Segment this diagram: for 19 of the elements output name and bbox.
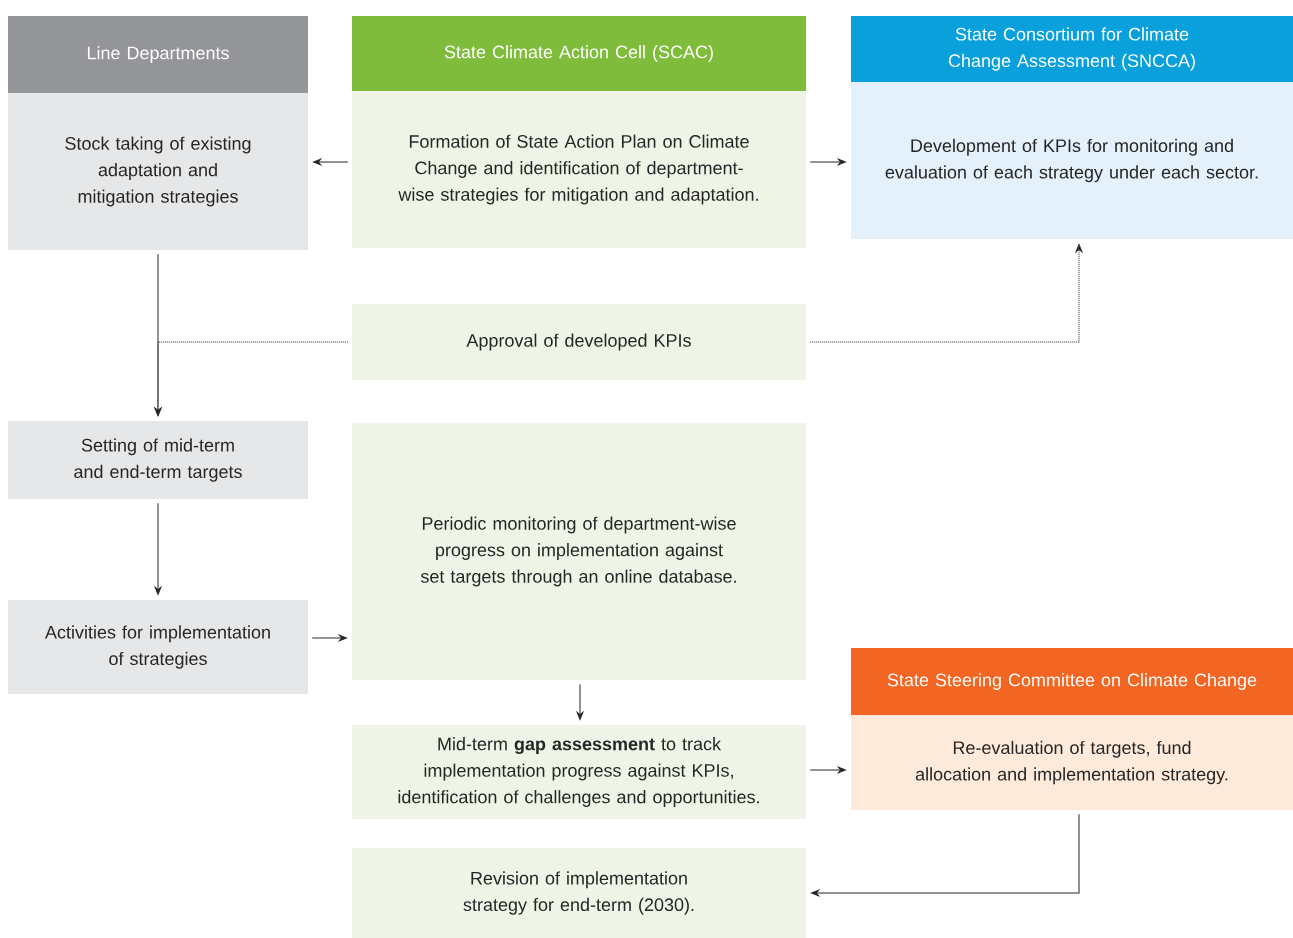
process-card: Line Departments Stock taking of existing adaptation and mitigation strategies	[8, 16, 308, 250]
process-box: Activities for implementation of strategies	[8, 600, 308, 694]
process-card: State Consortium for Climate Change Assessment (SNCCA) Development of KPIs for monitoring and evaluation of each strategy under each sector.	[851, 16, 1293, 239]
process-box: Periodic monitoring of department-wise progress on implementation against set targets through an online database.	[352, 423, 806, 680]
process-card: State Climate Action Cell (SCAC) Formation of State Action Plan on Climate Change and identification of department-wise strategies for mitigation and adaptation.	[352, 16, 806, 248]
arrow	[811, 813, 1080, 897]
arrow	[809, 244, 1083, 343]
process-card: State Steering Committee on Climate Change Re-evaluation of targets, fund allocation and implementation strategy.	[851, 648, 1293, 810]
process-box: Setting of mid-term and end-term targets	[8, 421, 308, 499]
arrow	[809, 158, 846, 166]
arrow	[311, 634, 347, 642]
arrow	[154, 341, 349, 416]
process-box: Approval of developed KPIs	[352, 304, 806, 380]
process-box: Mid-term gap assessment to track implementation progress against KPIs, identification of challenges and opportunities.	[352, 725, 806, 819]
arrow	[576, 683, 584, 720]
arrow	[313, 158, 349, 166]
process-box: Revision of implementation strategy for end-term (2030).	[352, 848, 806, 938]
arrow	[809, 766, 846, 774]
arrow	[154, 502, 162, 595]
